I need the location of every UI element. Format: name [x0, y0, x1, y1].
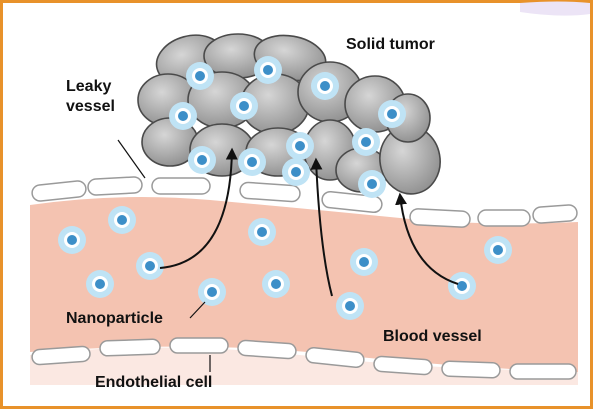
- nanoparticle-core: [493, 245, 503, 255]
- nanoparticle-core: [361, 137, 371, 147]
- nanoparticle-icon: [484, 236, 512, 264]
- nanoparticle-core: [291, 167, 301, 177]
- nanoparticle-icon: [58, 226, 86, 254]
- nanoparticle-icon: [254, 56, 282, 84]
- nanoparticle-icon: [108, 206, 136, 234]
- label-blood-vessel: Blood vessel: [383, 328, 482, 346]
- nanoparticle-icon: [230, 92, 258, 120]
- endothelial-cell-icon: [170, 338, 228, 353]
- nanoparticle-core: [457, 281, 467, 291]
- nanoparticle-icon: [286, 132, 314, 160]
- nanoparticle-core: [257, 227, 267, 237]
- endothelial-cell-icon: [532, 204, 577, 223]
- nanoparticle-icon: [198, 278, 226, 306]
- endothelial-cell-icon: [100, 339, 160, 356]
- label-endothelial-cell: Endothelial cell: [95, 374, 212, 392]
- endothelial-cell-icon: [510, 364, 576, 379]
- nanoparticle-icon: [169, 102, 197, 130]
- nanoparticle-core: [271, 279, 281, 289]
- endothelial-cell-icon: [410, 208, 471, 227]
- nanoparticle-icon: [136, 252, 164, 280]
- nanoparticle-core: [359, 257, 369, 267]
- nanoparticle-icon: [238, 148, 266, 176]
- endothelial-cell-icon: [88, 177, 143, 196]
- endothelial-cell-icon: [238, 340, 297, 359]
- nanoparticle-core: [95, 279, 105, 289]
- nanoparticle-core: [367, 179, 377, 189]
- nanoparticle-core: [295, 141, 305, 151]
- nanoparticle-core: [345, 301, 355, 311]
- nanoparticle-icon: [378, 100, 406, 128]
- nanoparticle-icon: [350, 248, 378, 276]
- nanoparticle-core: [207, 287, 217, 297]
- endothelial-cell-icon: [32, 346, 91, 365]
- nanoparticle-core: [178, 111, 188, 121]
- nanoparticle-icon: [336, 292, 364, 320]
- endothelial-cell-icon: [478, 210, 530, 226]
- nanoparticle-core: [263, 65, 273, 75]
- nanoparticle-icon: [311, 72, 339, 100]
- nanoparticle-icon: [188, 146, 216, 174]
- label-leaky-line2: vessel: [66, 98, 115, 116]
- nanoparticle-icon: [352, 128, 380, 156]
- label-solid-tumor: Solid tumor: [346, 36, 435, 54]
- label-nanoparticle: Nanoparticle: [66, 310, 163, 328]
- nanoparticle-core: [387, 109, 397, 119]
- nanoparticle-icon: [358, 170, 386, 198]
- nanoparticle-core: [67, 235, 77, 245]
- nanoparticle-core: [145, 261, 155, 271]
- nanoparticle-icon: [262, 270, 290, 298]
- nanoparticle-core: [117, 215, 127, 225]
- nanoparticle-icon: [186, 62, 214, 90]
- nanoparticle-icon: [448, 272, 476, 300]
- endothelial-cell-icon: [442, 361, 500, 378]
- nanoparticle-core: [239, 101, 249, 111]
- nanoparticle-icon: [248, 218, 276, 246]
- endothelial-cell-icon: [152, 178, 210, 194]
- label-leaky-line1: Leaky: [66, 78, 111, 96]
- endothelial-cell-icon: [374, 356, 433, 375]
- nanoparticle-core: [247, 157, 257, 167]
- nanoparticle-core: [320, 81, 330, 91]
- nanoparticle-icon: [282, 158, 310, 186]
- nanoparticle-icon: [86, 270, 114, 298]
- nanoparticle-core: [195, 71, 205, 81]
- nanoparticle-core: [197, 155, 207, 165]
